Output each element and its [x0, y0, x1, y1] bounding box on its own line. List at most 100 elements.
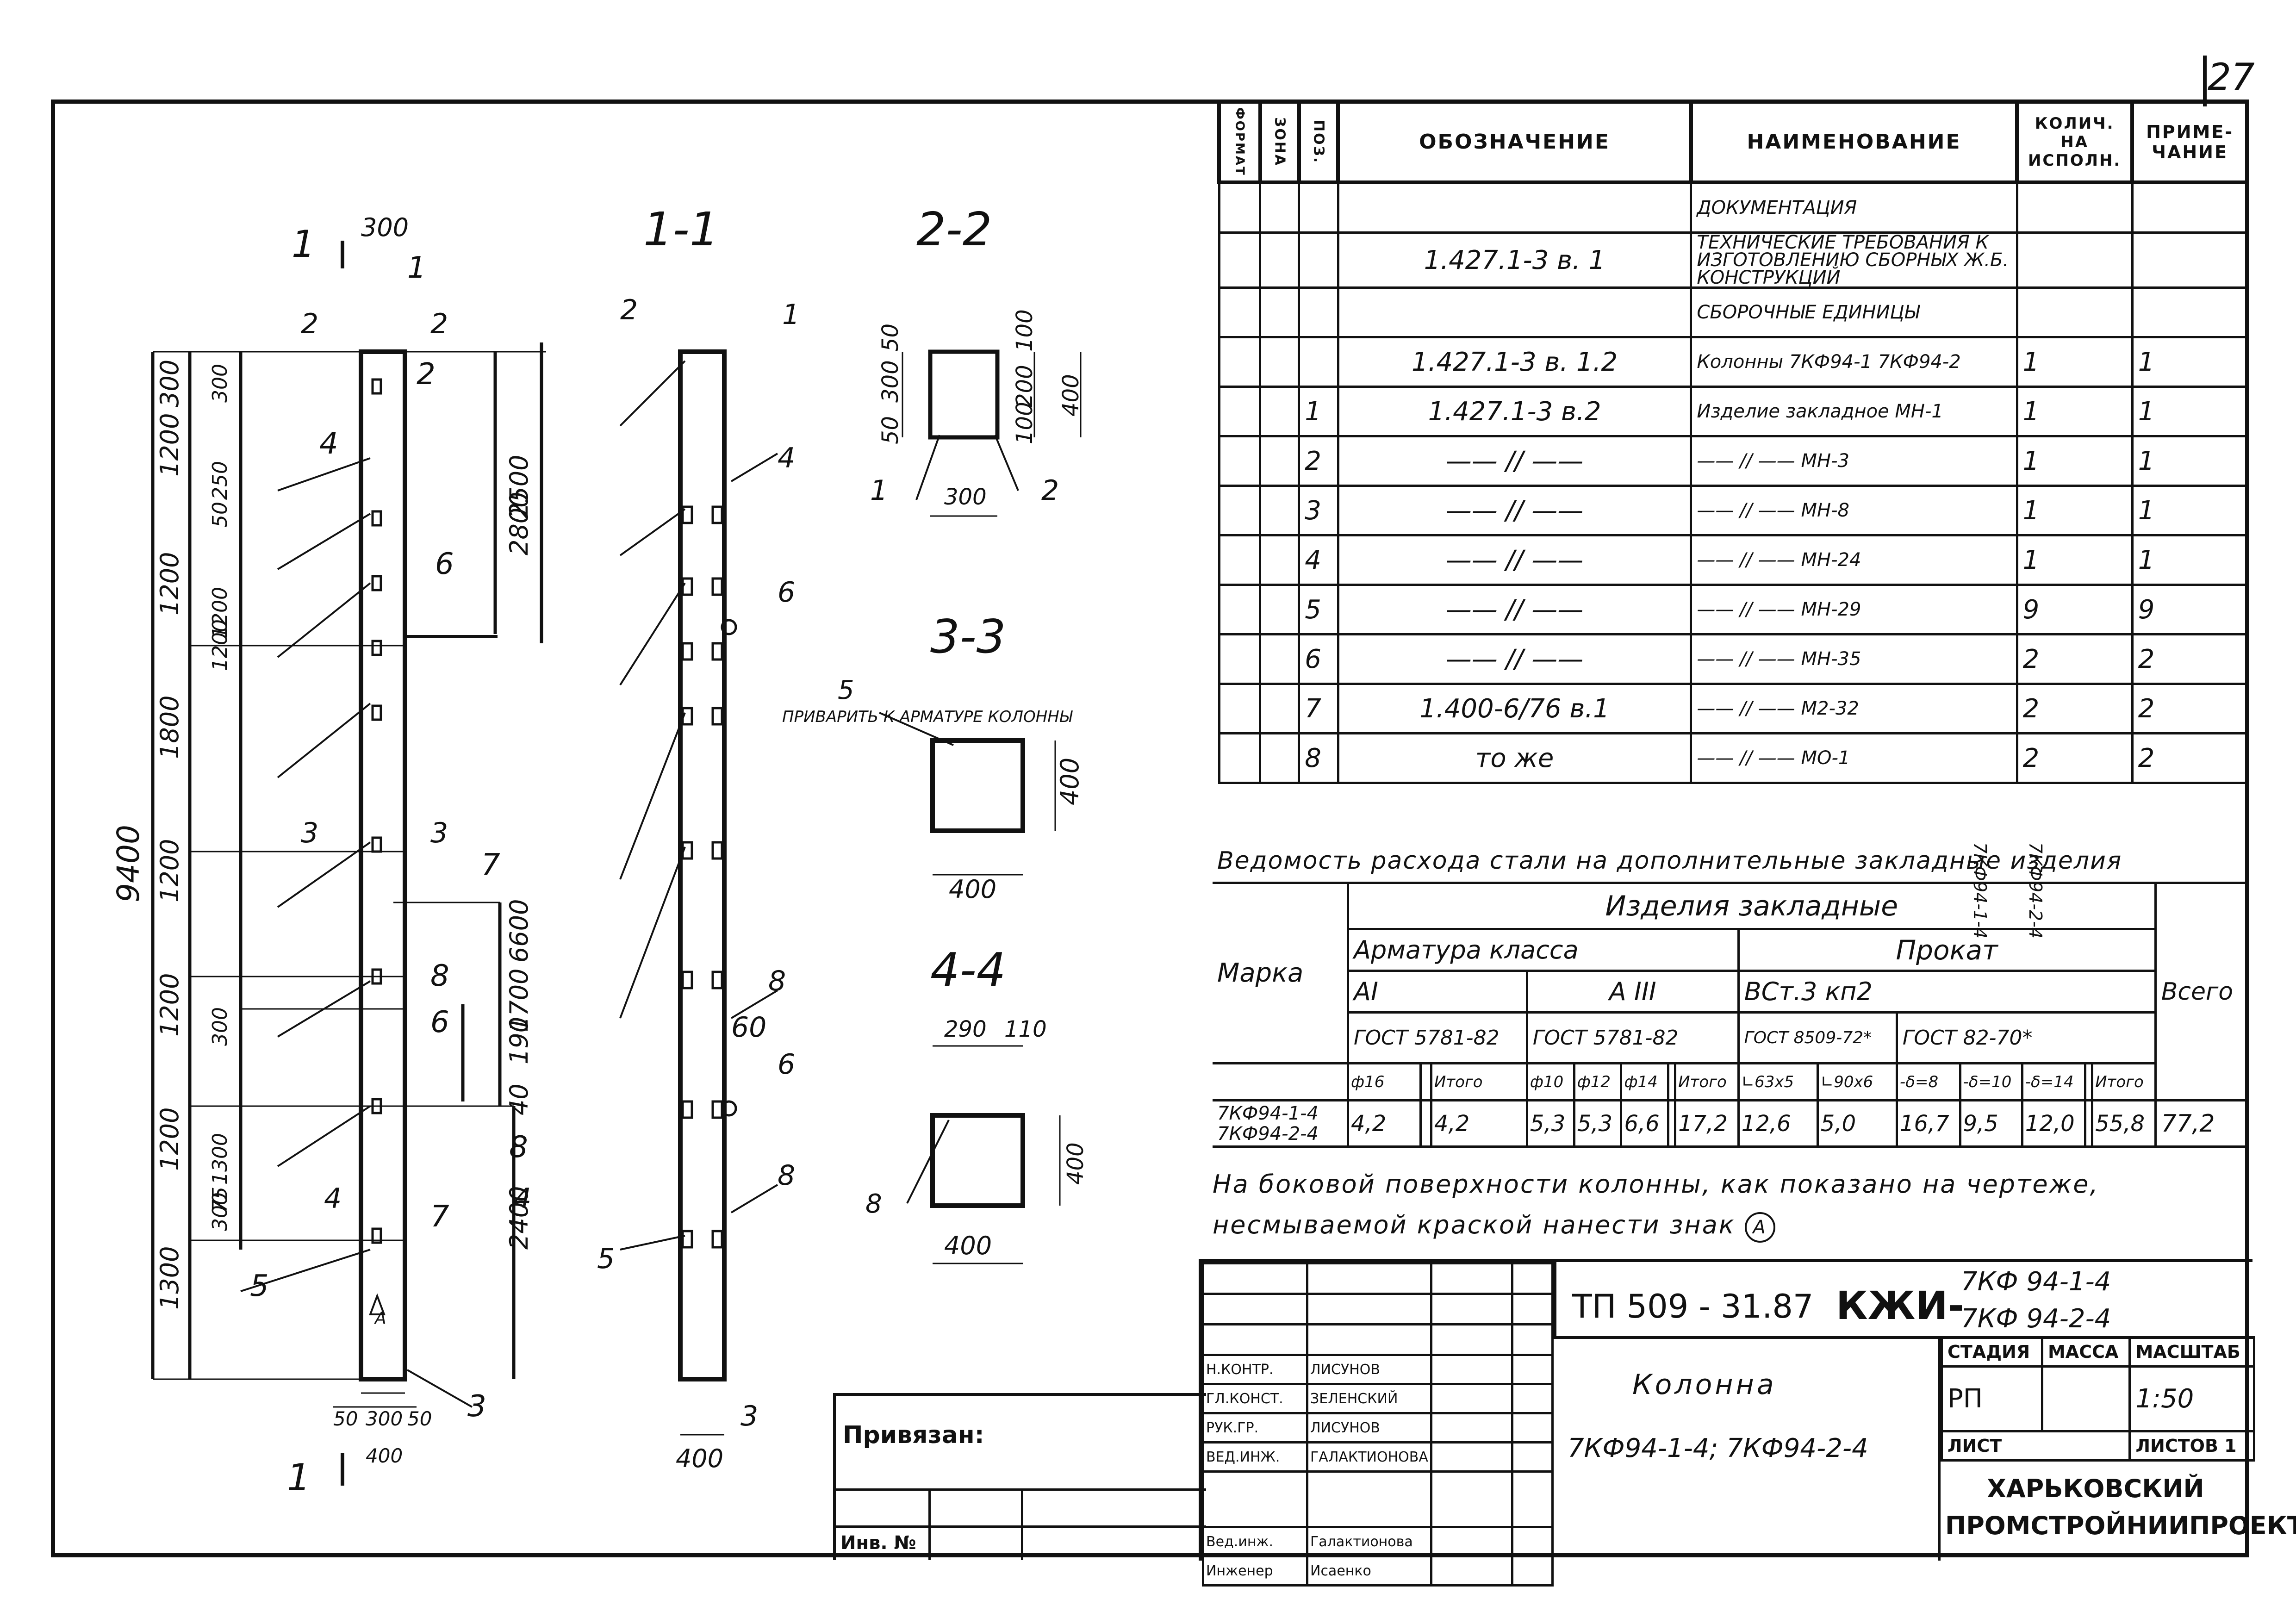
- steel-value: 55,8: [2091, 1099, 2157, 1148]
- spec-designation: —— // ——: [1337, 584, 1692, 635]
- spec-pos: [1298, 336, 1339, 388]
- stage-h: СТАДИЯ: [1941, 1336, 2043, 1368]
- spec-h-zone: ЗОНА: [1258, 100, 1301, 184]
- dimension-label: 1300: [155, 1246, 184, 1310]
- dimension-label: 1200: [155, 552, 184, 616]
- spec-qty-1: 1: [2016, 435, 2134, 487]
- callout-number: 1: [782, 299, 800, 331]
- spec-qty-2: [2131, 181, 2249, 234]
- mass-h: МАССА: [2041, 1336, 2131, 1368]
- role-title: Н.КОНТР.: [1202, 1354, 1308, 1385]
- dimension-label: 1700: [504, 969, 534, 1032]
- dimension-label: 1200: [155, 839, 184, 902]
- doc-kzhi: КЖИ-: [1836, 1283, 1964, 1328]
- role-name: Галактионова: [1306, 1526, 1432, 1557]
- callout-number: 8: [778, 1159, 795, 1192]
- role-name: ЛИСУНОВ: [1306, 1412, 1432, 1444]
- doc-mark-2: 7КФ 94-2-4: [1961, 1304, 2111, 1334]
- callout-number: 2: [1041, 474, 1059, 507]
- page-number: 27: [2208, 56, 2255, 99]
- spec-designation: 1.427.1-3 в. 1: [1337, 231, 1692, 289]
- title-role-row: [1202, 1470, 1554, 1528]
- dimension-label: 250: [208, 461, 232, 500]
- callout-number: 5: [838, 675, 854, 705]
- section-title: 4-4: [930, 943, 1006, 997]
- spec-name: СБОРОЧНЫЕ ЕДИНИЦЫ: [1690, 286, 2018, 338]
- spec-qty-2: 2: [2131, 683, 2249, 734]
- inv-label: Инв. №: [840, 1532, 916, 1554]
- callout-number: 8: [768, 965, 786, 997]
- dimension-label: 300: [877, 360, 903, 403]
- steel-value: [1667, 1099, 1677, 1148]
- dimension-label: 1200: [208, 619, 232, 671]
- role-title: Вед.инж.: [1202, 1526, 1308, 1557]
- spec-name: —— // —— М2-32: [1690, 683, 2018, 734]
- sheets-cell: ЛИСТОВ 1: [2128, 1430, 2255, 1462]
- section-cut-label: 1: [292, 223, 315, 266]
- callout-number: 3: [467, 1389, 486, 1424]
- section-cut-label: 2: [430, 308, 448, 340]
- spec-name: —— // —— МН-8: [1690, 485, 2018, 536]
- dimension-label: 300: [208, 364, 232, 403]
- spec-designation: 1.427.1-3 в. 1.2: [1337, 336, 1692, 388]
- spec-qty-2: 1: [2131, 485, 2249, 536]
- spec-qty-1: 2: [2016, 732, 2134, 784]
- dimension-label: 2500: [504, 455, 534, 518]
- steel-value: 5,3: [1525, 1099, 1575, 1148]
- section-cut-label: 2: [301, 308, 318, 340]
- callout-number: 3: [740, 1400, 758, 1432]
- dimension-label: 6600: [504, 899, 534, 963]
- spec-h-name: НАИМЕНОВАНИЕ: [1689, 100, 2019, 184]
- callout-number: 6: [435, 547, 454, 581]
- signature: [1430, 1412, 1513, 1444]
- section-cut-label: 4: [514, 1182, 531, 1215]
- callout-number: 6: [778, 1048, 795, 1081]
- callout-number: 8: [509, 1130, 528, 1164]
- steel-h-prokat: Прокат: [1737, 928, 2157, 972]
- dimension-label: 300: [155, 360, 184, 407]
- dimension-label: 100: [1012, 309, 1038, 352]
- spec-qty-2: 2: [2131, 732, 2249, 784]
- title-role-row: Н.КОНТР.ЛИСУНОВ: [1202, 1354, 1554, 1385]
- spec-qty-2: 1: [2131, 534, 2249, 586]
- date: [1511, 1383, 1554, 1414]
- date: [1511, 1441, 1554, 1473]
- dimension-label: 50: [877, 416, 903, 444]
- spec-name: —— // —— МН-3: [1690, 435, 2018, 487]
- dimension-label: 50: [208, 502, 232, 528]
- spec-qty-1: 1: [2016, 534, 2134, 586]
- steel-subheader: Итого: [2091, 1062, 2157, 1101]
- dimension-label: 1200: [155, 973, 184, 1037]
- specification-table: ФОРМАТ ЗОНА ПОЗ. ОБОЗНАЧЕНИЕ НАИМЕНОВАНИ…: [1217, 100, 2249, 784]
- role-name: Исаенко: [1306, 1555, 1432, 1587]
- role-title: [1202, 1470, 1308, 1528]
- section-title: 3-3: [930, 610, 1006, 664]
- title-role-row: РУК.ГР.ЛИСУНОВ: [1202, 1412, 1554, 1444]
- spec-qty-1: [2016, 231, 2134, 289]
- steel-h-total: Всего: [2154, 882, 2249, 1101]
- steel-subheader: -δ=8: [1895, 1062, 1961, 1101]
- role-name: ЛИСУНОВ: [1306, 1354, 1432, 1385]
- steel-table: Марка Изделия закладные Всего Арматура к…: [1213, 882, 2249, 1148]
- spec-name: ДОКУМЕНТАЦИЯ: [1690, 181, 2018, 234]
- scale-h: МАСШТАБ: [2128, 1336, 2255, 1368]
- steel-subheader: ф14: [1620, 1062, 1670, 1101]
- role-name: ЗЕЛЕНСКИЙ: [1306, 1383, 1432, 1414]
- section-cut-label: 3: [430, 817, 448, 849]
- steel-subheader: -δ=14: [2021, 1062, 2087, 1101]
- dimension-label: 1200: [155, 413, 184, 477]
- privyazan-label: Привязан:: [843, 1421, 984, 1449]
- dimension-label: 300: [366, 1407, 403, 1430]
- date: [1511, 1412, 1554, 1444]
- object-marks: 7КФ94-1-4; 7КФ94-2-4: [1568, 1433, 1868, 1463]
- spec-designation: 1.427.1-3 в.2: [1337, 386, 1692, 437]
- dimension-label: 1200: [155, 1108, 184, 1171]
- spec-qty-2: 1: [2131, 386, 2249, 437]
- steel-subheader: ф12: [1573, 1062, 1623, 1101]
